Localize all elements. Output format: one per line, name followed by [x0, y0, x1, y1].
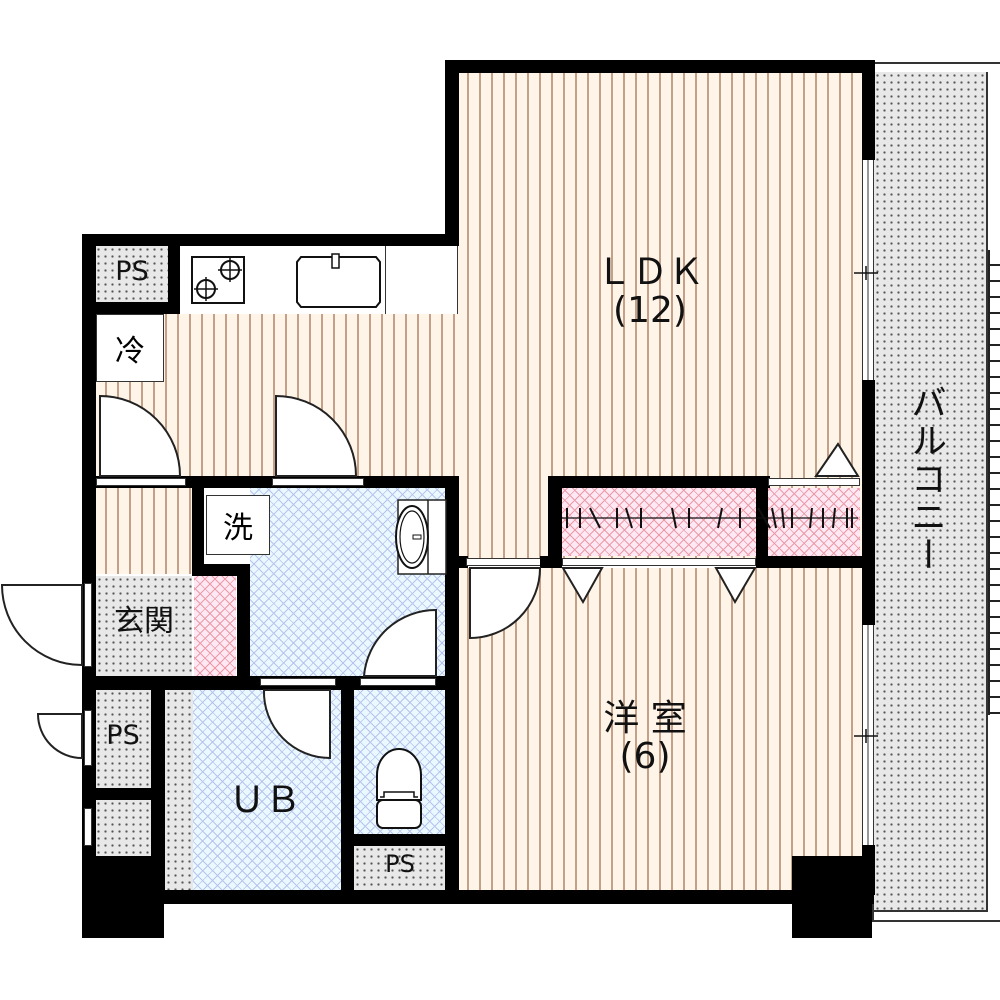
- pipe-space-strip: [165, 690, 193, 890]
- stove-icon: [191, 256, 245, 304]
- ps-left-label: PS: [106, 720, 140, 751]
- wall: [548, 476, 770, 488]
- wall: [445, 60, 459, 246]
- door-swing-icon: [275, 394, 358, 477]
- ps-door-frame[interactable]: [84, 710, 92, 766]
- door-swing-icon: [0, 584, 83, 667]
- window-icon: [862, 625, 874, 845]
- entrance-label: 玄関: [114, 604, 174, 639]
- closet-hinge-icon: [561, 567, 604, 605]
- closet-hinge-icon: [714, 567, 757, 605]
- washroom-label: 洗: [206, 495, 270, 555]
- wall: [548, 476, 562, 568]
- door-frame[interactable]: [360, 678, 436, 686]
- refrigerator-label: 冷: [96, 314, 164, 382]
- wall: [341, 686, 354, 896]
- wall: [82, 234, 458, 246]
- unit-bath-label: ＵＢ: [228, 780, 301, 821]
- ldk-floor: [458, 72, 862, 562]
- door-swing-icon: [362, 608, 437, 677]
- window-icon: [862, 160, 874, 380]
- ps-door-frame[interactable]: [84, 808, 92, 846]
- window-lock-icon: [854, 266, 878, 743]
- wall: [151, 690, 165, 890]
- ldk-label: ＬＤＫ (12): [580, 254, 720, 330]
- door-frame[interactable]: [96, 478, 186, 486]
- entrance-floor: [96, 576, 192, 676]
- door-frame[interactable]: [272, 478, 364, 486]
- door-swing-icon: [99, 394, 182, 477]
- western-room-size: (6): [619, 735, 671, 777]
- shoe-storage: [194, 576, 236, 676]
- hallway-floor: [96, 488, 192, 574]
- western-room-floor: [458, 568, 862, 890]
- wall: [445, 60, 875, 73]
- wall: [192, 476, 204, 576]
- closet-floor: [562, 488, 756, 556]
- wall: [862, 60, 875, 160]
- closet-door-frame[interactable]: [768, 478, 860, 486]
- wall: [458, 556, 468, 568]
- closet-rail-icon: [562, 507, 858, 529]
- wall: [192, 564, 250, 576]
- wall: [756, 476, 768, 568]
- kitchen-sink-icon: [296, 256, 381, 308]
- wall: [96, 302, 180, 314]
- ps-bottom-label: PS: [385, 850, 415, 878]
- ldk-size: (12): [613, 289, 687, 331]
- wall: [354, 834, 446, 846]
- balcony-label: バルコニー: [905, 384, 946, 574]
- ps-left-area: [95, 690, 151, 788]
- ps-top-area: [95, 246, 169, 302]
- western-room-name: 洋 室: [603, 698, 687, 739]
- toilet-icon: [376, 748, 422, 829]
- door-swing-icon: [262, 689, 331, 760]
- wall: [862, 380, 875, 625]
- wall: [237, 564, 250, 690]
- closet-door-frame[interactable]: [562, 558, 756, 566]
- closet-hinge-icon: [814, 442, 860, 477]
- counter-divider: [385, 246, 386, 314]
- wall: [756, 556, 862, 568]
- wall: [96, 788, 151, 800]
- balcony-floor: [874, 72, 988, 912]
- wall: [168, 246, 180, 314]
- ps-bottom-area: [354, 846, 446, 890]
- entrance-door-frame[interactable]: [84, 583, 92, 667]
- ps-top-label: PS: [115, 256, 149, 287]
- door-swing-icon: [36, 713, 83, 760]
- wall: [82, 856, 164, 938]
- door-frame[interactable]: [260, 678, 336, 686]
- wall: [540, 556, 550, 568]
- wall: [164, 890, 874, 904]
- ps-left-lower-area: [95, 800, 151, 856]
- wall: [792, 856, 872, 938]
- wash-basin-icon: [395, 499, 447, 575]
- balcony-railing: [988, 250, 1000, 715]
- door-swing-icon: [469, 567, 542, 640]
- western-room-label: 洋 室 (6): [575, 700, 715, 776]
- ldk-name: ＬＤＫ: [595, 252, 704, 293]
